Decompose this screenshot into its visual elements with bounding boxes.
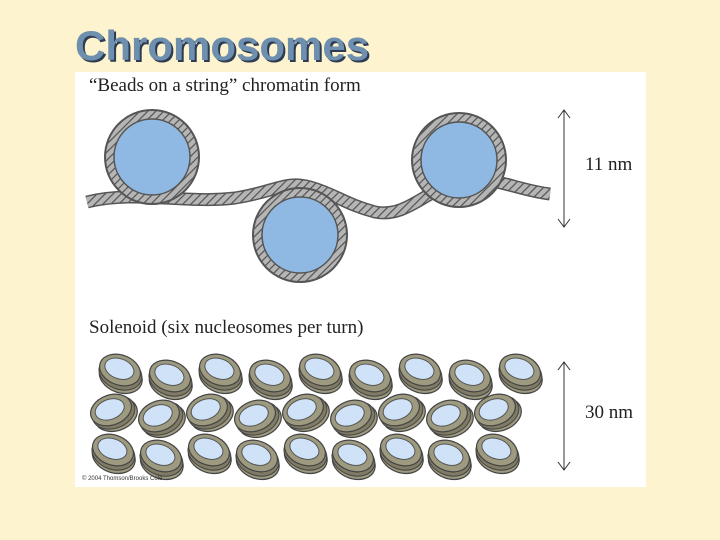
solenoid-fiber	[90, 353, 543, 481]
dimension-label-11nm: 11 nm	[585, 154, 633, 175]
solenoid-nucleosome	[186, 393, 234, 433]
solenoid-nucleosome	[426, 399, 474, 439]
beads-caption: “Beads on a string” chromatin form	[89, 75, 361, 96]
slide-title: Chromosomes	[75, 22, 370, 69]
solenoid-caption: Solenoid (six nucleosomes per turn)	[89, 317, 364, 338]
copyright-notice: © 2004 Thomson/Brooks Cole	[82, 476, 163, 482]
solenoid-nucleosome	[498, 353, 543, 395]
solenoid-nucleosome	[138, 399, 186, 439]
dimension-label-30nm: 30 nm	[585, 402, 634, 423]
solenoid-nucleosome	[248, 359, 293, 401]
solenoid-nucleosome	[283, 433, 328, 475]
solenoid-nucleosome	[474, 393, 522, 433]
solenoid-nucleosome	[234, 399, 282, 439]
dimension-arrow-11nm	[557, 109, 571, 228]
dimension-arrow-30nm	[557, 361, 571, 471]
solenoid-nucleosome	[98, 353, 143, 395]
nucleosome-bead-middle	[252, 187, 348, 283]
solenoid-nucleosome	[398, 353, 443, 395]
solenoid-nucleosome	[330, 399, 378, 439]
nucleosome-bead-left	[104, 109, 200, 205]
solenoid-nucleosome	[198, 353, 243, 395]
solenoid-nucleosome	[379, 433, 424, 475]
solenoid-nucleosome	[148, 359, 193, 401]
solenoid-nucleosome	[298, 353, 343, 395]
chromatin-illustration	[85, 109, 571, 481]
solenoid-nucleosome	[235, 439, 280, 481]
solenoid-nucleosome	[475, 433, 520, 475]
chromatin-figure: “Beads on a string” chromatin form 11 nm…	[75, 72, 646, 487]
solenoid-nucleosome	[348, 359, 393, 401]
solenoid-nucleosome	[378, 393, 426, 433]
solenoid-nucleosome	[90, 393, 138, 433]
solenoid-nucleosome	[331, 439, 376, 481]
nucleosome-bead-right	[411, 112, 507, 208]
solenoid-nucleosome	[91, 433, 136, 475]
solenoid-nucleosome	[282, 393, 330, 433]
solenoid-nucleosome	[187, 433, 232, 475]
solenoid-nucleosome	[448, 359, 493, 401]
solenoid-nucleosome	[427, 439, 472, 481]
solenoid-nucleosome	[139, 439, 184, 481]
